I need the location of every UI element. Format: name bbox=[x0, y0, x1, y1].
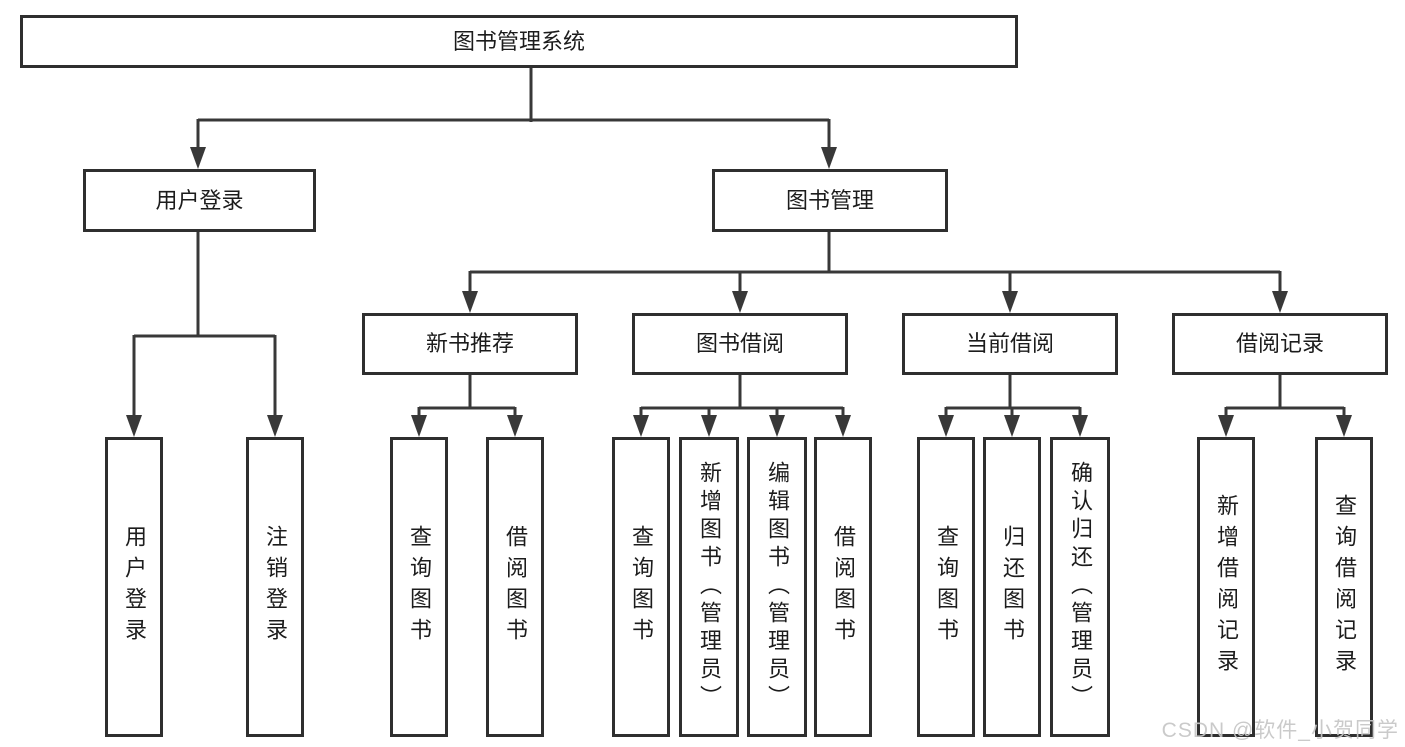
leaf-records-query-record: 查询借阅记录 bbox=[1315, 437, 1373, 737]
leaf-recommend-query-books: 查询图书 bbox=[390, 437, 448, 737]
leaf-recommend-borrow-books: 借阅图书 bbox=[486, 437, 544, 737]
arrowheads bbox=[126, 147, 1352, 437]
node-current-borrow: 当前借阅 bbox=[902, 313, 1118, 375]
leaf-current-return-books: 归还图书 bbox=[983, 437, 1041, 737]
leaf-records-add-record: 新增借阅记录 bbox=[1197, 437, 1255, 737]
node-new-book-recommend: 新书推荐 bbox=[362, 313, 578, 375]
leaf-current-confirm-return-admin: 确认归还（管理员） bbox=[1050, 437, 1110, 737]
node-borrow-records: 借阅记录 bbox=[1172, 313, 1388, 375]
csdn-watermark: CSDN @软件_小贺同学 bbox=[1161, 719, 1399, 742]
leaf-logout: 注销登录 bbox=[246, 437, 304, 737]
node-book-borrow: 图书借阅 bbox=[632, 313, 848, 375]
node-book-management: 图书管理 bbox=[712, 169, 948, 232]
leaf-borrow-query-books: 查询图书 bbox=[612, 437, 670, 737]
node-library-management-system: 图书管理系统 bbox=[20, 15, 1018, 68]
leaf-borrow-borrow-books: 借阅图书 bbox=[814, 437, 872, 737]
leaf-current-query-books: 查询图书 bbox=[917, 437, 975, 737]
leaf-user-login: 用户登录 bbox=[105, 437, 163, 737]
leaf-borrow-add-books-admin: 新增图书（管理员） bbox=[679, 437, 739, 737]
leaf-borrow-edit-books-admin: 编辑图书（管理员） bbox=[747, 437, 807, 737]
node-user-login: 用户登录 bbox=[83, 169, 316, 232]
